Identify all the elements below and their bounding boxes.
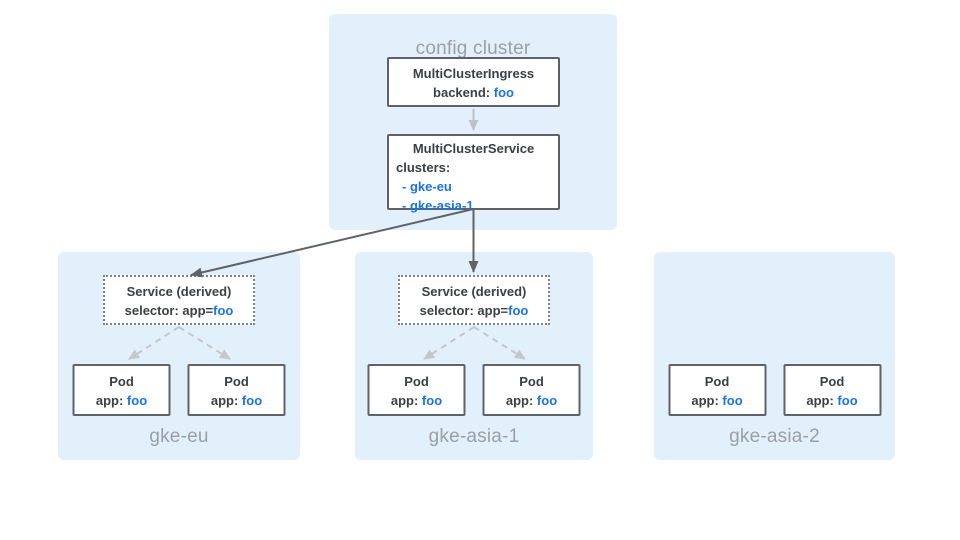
selector-value: foo [508,303,529,318]
app-label: app: [390,393,419,408]
derived-service-title: Service (derived) [126,284,232,299]
app-value: foo [837,393,858,408]
pod-row: Pod app: foo Pod app: foo [668,364,881,416]
cluster-item-prefix: - [402,198,407,213]
cluster-item-name: gke-eu [409,179,452,194]
pod-app-line: app: foo [190,391,284,410]
selector-value: foo [213,303,234,318]
cluster-panel-gke-asia-2: Pod app: foo Pod app: foo gke-asia-2 [654,252,895,460]
app-label: app: [210,393,239,408]
app-label: app: [95,393,124,408]
clusters-label: clusters: [396,160,451,175]
cluster-name-label: gke-eu [149,426,209,447]
pod-title: Pod [224,374,249,389]
derived-service-node: Service (derived) selector: app=foo [103,275,255,325]
pod-title: Pod [109,374,134,389]
pod-title: Pod [404,374,429,389]
derived-service-selector-line: selector: app=foo [105,301,253,320]
derived-service-node: Service (derived) selector: app=foo [398,275,550,325]
app-label: app: [806,393,834,408]
pod-app-line: app: foo [785,391,879,410]
pod-node: Pod app: foo [783,364,881,416]
pod-app-line: app: foo [370,391,464,410]
derived-service-title: Service (derived) [421,284,527,299]
multiclusteringress-backend-line: backend: foo [389,83,558,102]
cluster-name-label: gke-asia-2 [729,426,820,447]
app-label: app: [505,393,534,408]
cluster-item-gke-asia-1: - gke-asia-1 [389,196,558,215]
pod-node: Pod app: foo [367,364,466,416]
multiclusteringress-name: MultiClusterIngress [412,66,535,81]
pod-title: Pod [819,374,845,389]
multiclusterservice-node: MultiClusterService clusters: - gke-eu -… [387,134,560,213]
app-value: foo [536,393,558,408]
backend-value: foo [493,85,514,100]
derived-service-selector-line: selector: app=foo [400,301,548,320]
cluster-panel-gke-eu: Service (derived) selector: app=foo Pod … [58,252,300,460]
app-value: foo [126,393,148,408]
cluster-name-label: gke-asia-1 [428,426,520,447]
pod-app-line: app: foo [75,391,169,410]
selector-label: selector: app= [124,303,214,318]
pod-node: Pod app: foo [187,364,286,416]
pod-app-line: app: foo [485,391,579,410]
cluster-panel-gke-asia-1: Service (derived) selector: app=foo Pod … [355,252,593,460]
config-cluster-panel: config cluster MultiClusterIngress backe… [329,14,617,230]
pod-title: Pod [704,374,730,389]
app-value: foo [241,393,263,408]
pod-node: Pod app: foo [482,364,581,416]
pod-app-line: app: foo [670,391,764,410]
selector-label: selector: app= [419,303,509,318]
cluster-item-gke-eu: - gke-eu [389,177,558,196]
multiclusteringress-node: MultiClusterIngress backend: foo [387,57,560,107]
pod-node: Pod app: foo [72,364,171,416]
app-label: app: [691,393,719,408]
app-value: foo [421,393,443,408]
pod-row: Pod app: foo Pod app: foo [72,364,286,416]
pod-row: Pod app: foo Pod app: foo [367,364,581,416]
config-cluster-title: config cluster [415,38,531,59]
backend-label: backend: [433,85,491,100]
cluster-item-prefix: - [402,179,407,194]
pod-node: Pod app: foo [668,364,766,416]
cluster-item-name: gke-asia-1 [409,198,474,213]
app-value: foo [722,393,743,408]
pod-title: Pod [519,374,544,389]
multiclusterservice-name: MultiClusterService [412,141,535,156]
